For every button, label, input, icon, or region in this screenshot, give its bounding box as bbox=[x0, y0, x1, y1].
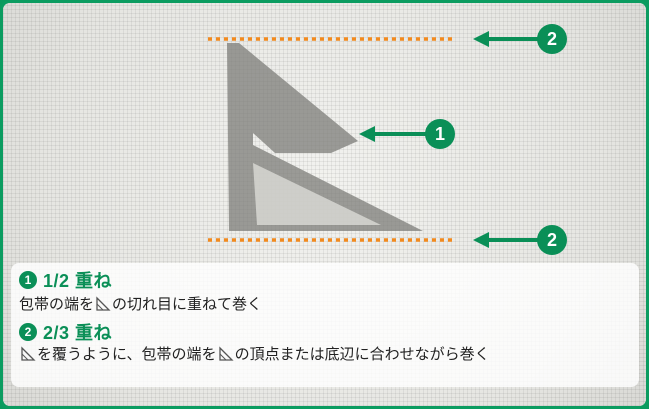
legend-item-1-heading: 1 1/2 重ね bbox=[19, 267, 112, 293]
svg-text:1: 1 bbox=[435, 124, 445, 144]
svg-text:2: 2 bbox=[547, 29, 557, 49]
legend-item-2-heading: 2 2/3 重ね bbox=[19, 319, 112, 345]
triangle-outline-icon bbox=[96, 295, 111, 311]
legend-item-2-desc: を覆うように、包帯の端を の頂点または底辺に合わせながら巻く bbox=[19, 343, 490, 364]
number-badge: 2 bbox=[19, 323, 37, 341]
desc-text: を覆うように、包帯の端を bbox=[37, 346, 217, 363]
bandage-triangle-inner bbox=[253, 163, 381, 225]
arrow-left-icon bbox=[473, 31, 539, 47]
arrow-left-icon bbox=[473, 232, 539, 248]
legend-heading-1: 1/2 重ね bbox=[43, 271, 113, 291]
desc-text: の切れ目に重ねて巻く bbox=[112, 296, 263, 313]
marker-middle: 1 bbox=[425, 119, 455, 149]
marker-bottom: 2 bbox=[537, 225, 567, 255]
triangle-outline-icon bbox=[218, 345, 234, 361]
number-badge: 1 bbox=[19, 271, 37, 289]
marker-top: 2 bbox=[537, 24, 567, 54]
legend-item-1-desc: 包帯の端を の切れ目に重ねて巻く bbox=[19, 293, 262, 314]
desc-text: の頂点または底辺に合わせながら巻く bbox=[234, 346, 490, 363]
desc-text: 包帯の端を bbox=[19, 296, 95, 313]
bandage-diagram: 2 1 2 bbox=[208, 24, 567, 255]
legend-heading-2: 2/3 重ね bbox=[43, 323, 113, 343]
arrow-left-icon bbox=[359, 126, 427, 142]
svg-text:2: 2 bbox=[547, 230, 557, 250]
triangle-outline-icon bbox=[21, 345, 36, 361]
caption-panel bbox=[11, 263, 639, 387]
